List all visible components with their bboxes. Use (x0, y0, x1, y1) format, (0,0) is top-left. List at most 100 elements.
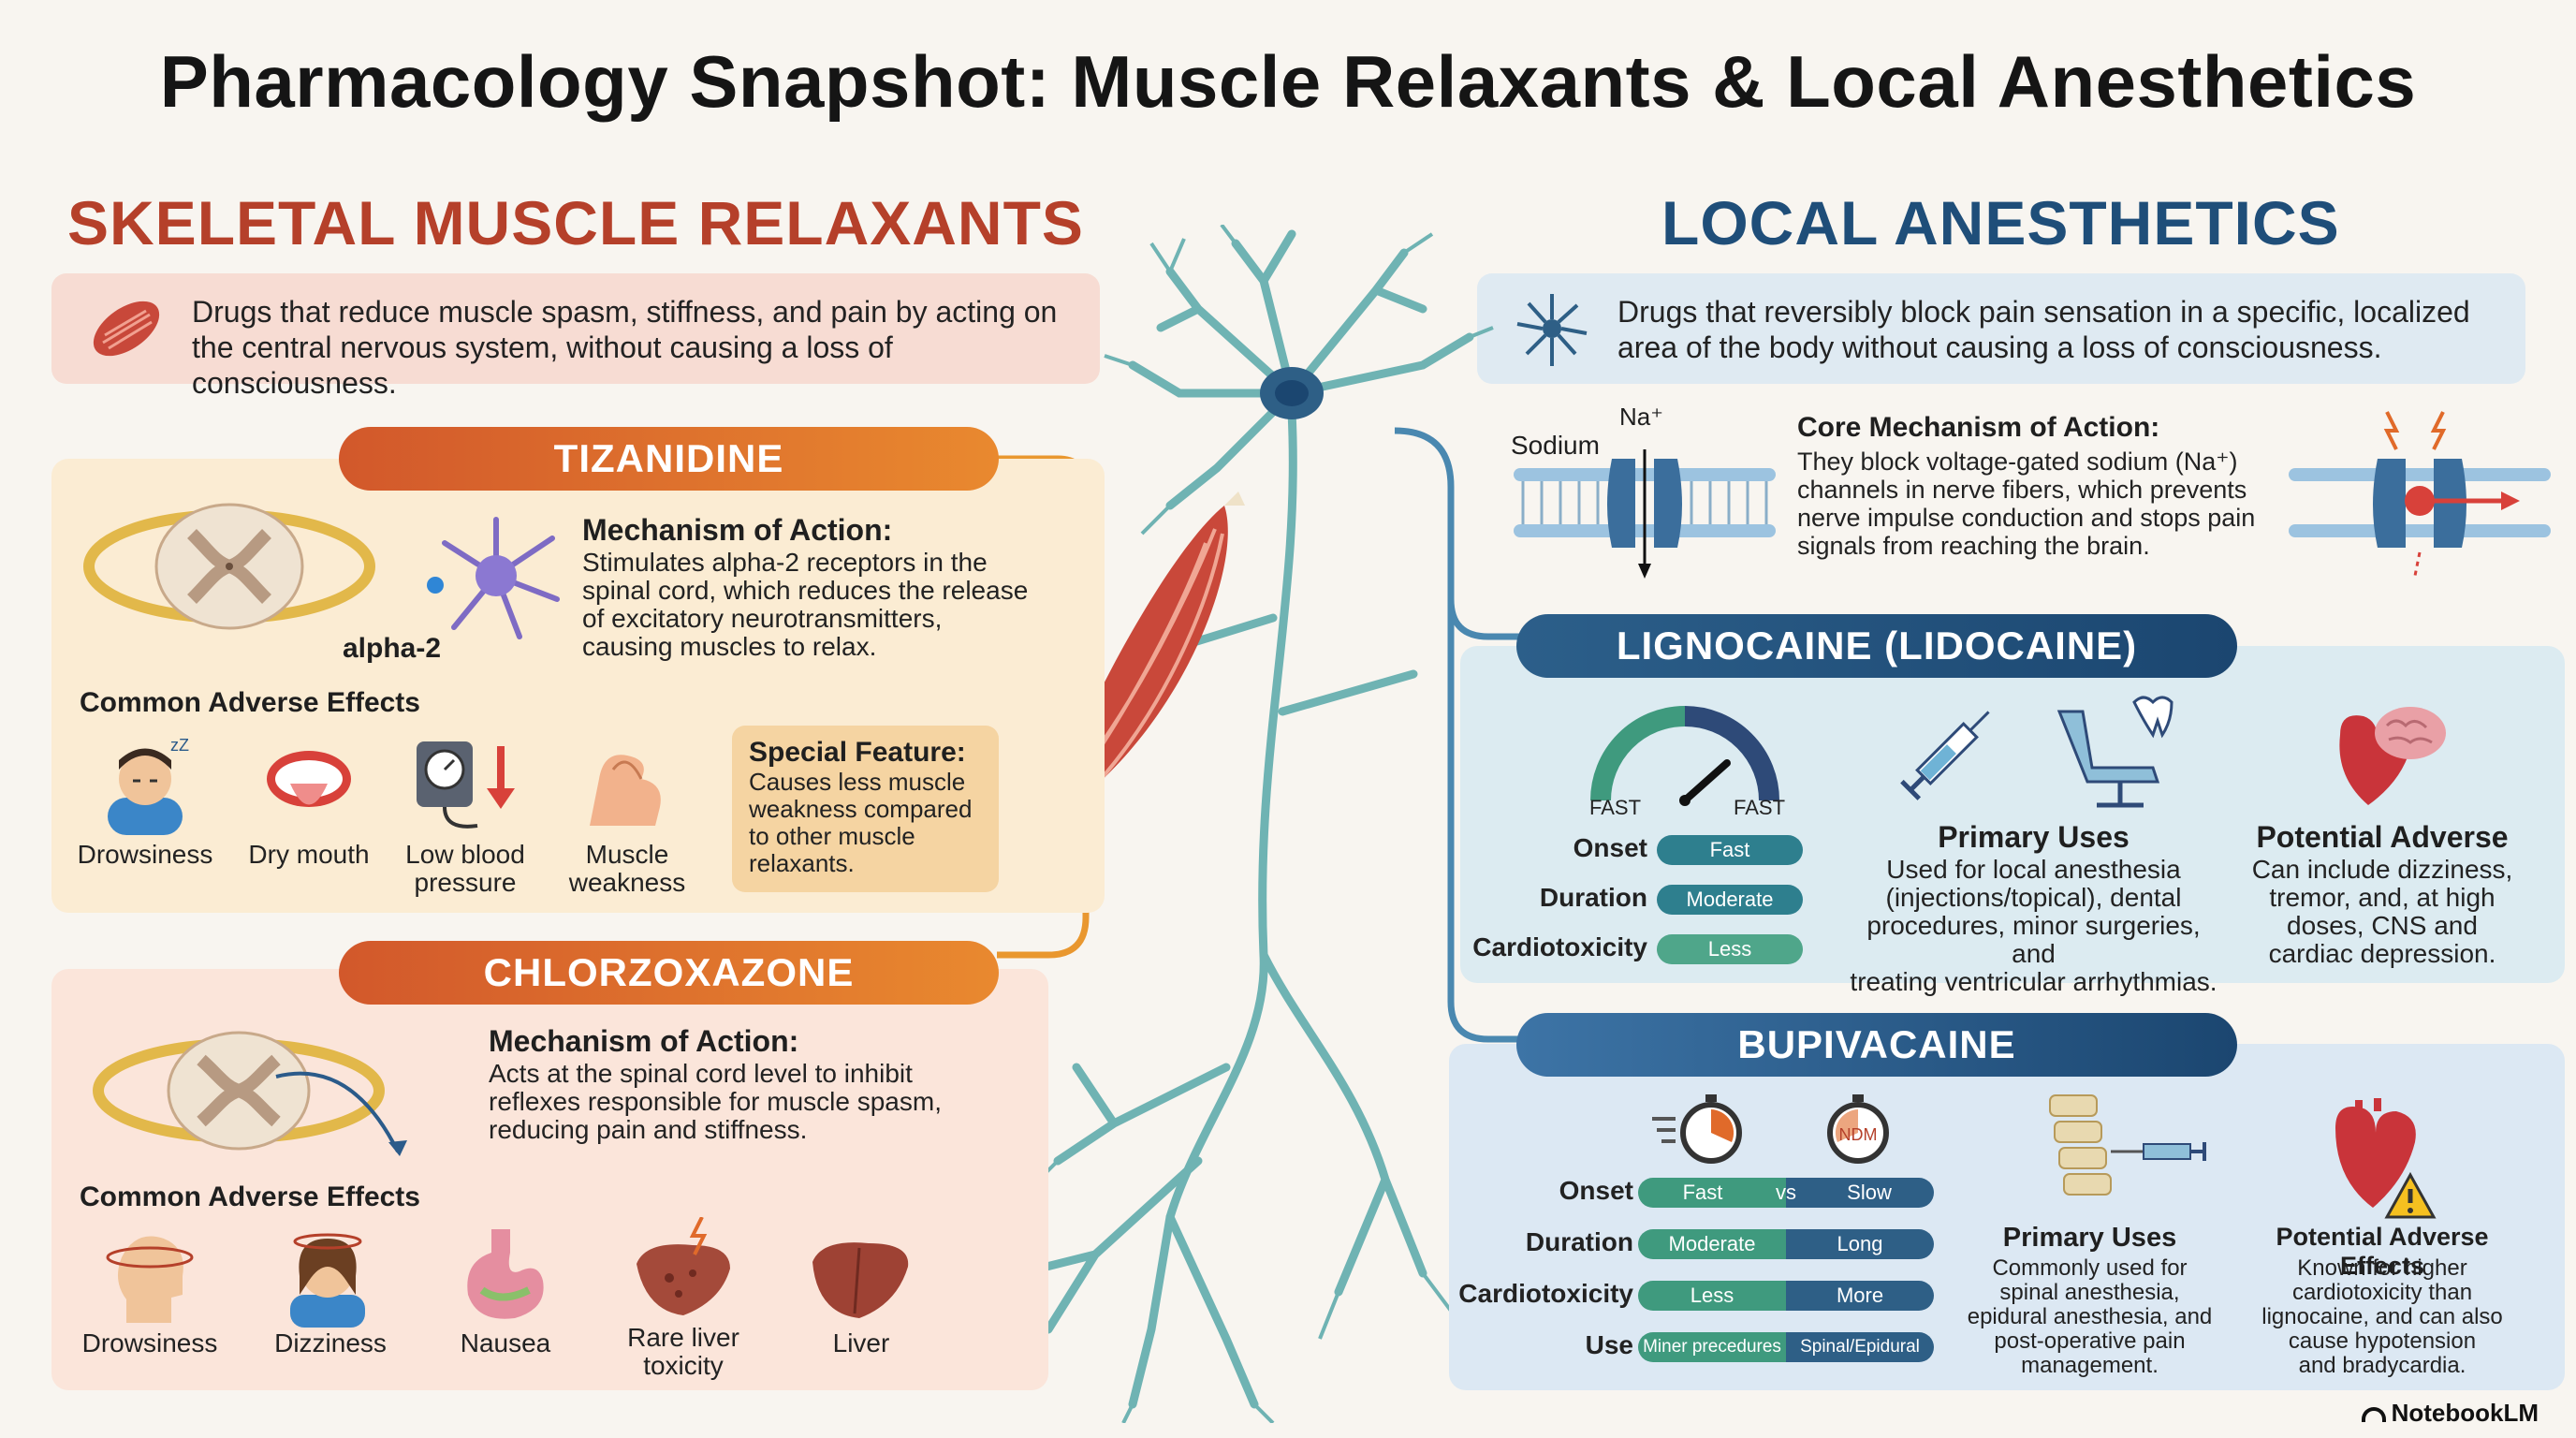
notebooklm-brand: NotebookLM (2361, 1399, 2539, 1428)
stomach-icon (467, 1229, 544, 1319)
mechanism-line: They block voltage-gated sodium (Na⁺) (1797, 448, 2238, 476)
muscle-weakness-icon (590, 755, 661, 826)
slow-stopwatch-icon: NDM (1827, 1094, 1889, 1164)
liver-toxicity-icon (637, 1217, 730, 1315)
alpha2-label: alpha-2 (343, 633, 442, 664)
lignocaine-adverse-title: Potential Adverse (2256, 820, 2509, 854)
lignocaine-cardio-label: Cardiotoxicity (1472, 932, 1647, 961)
special-line: relaxants. (749, 849, 855, 877)
adverse-line1: Low blood (405, 840, 525, 869)
duration-a: Moderate (1668, 1232, 1756, 1255)
speed-gauge-icon (1590, 706, 1779, 806)
lignocaine-onset-label: Onset (1573, 833, 1647, 862)
adverse-label: Drowsiness (70, 1329, 229, 1357)
tizanidine-adverse-title: Common Adverse Effects (80, 687, 420, 718)
adverse-line1: Drowsiness (81, 1328, 218, 1357)
lignocaine-duration-label: Duration (1539, 883, 1647, 912)
adverse-line1: Rare liver (627, 1323, 739, 1352)
uses-line: spinal anesthesia, (1999, 1280, 2180, 1305)
onset-a: Fast (1682, 1181, 1723, 1204)
adverse-line: doses, CNS and (2287, 911, 2478, 940)
mechanism-line: channels in nerve fibers, which prevents (1797, 476, 2247, 504)
drowsiness-icon: zZ (108, 736, 189, 835)
lignocaine-onset-bar: Fast (1657, 835, 1803, 865)
purple-neuron-icon (427, 517, 560, 639)
adverse-line1: Drowsiness (77, 840, 213, 869)
special-feature-box: Special Feature: Causes less muscle weak… (732, 726, 999, 892)
dizziness-icon (290, 1233, 365, 1328)
special-line: Causes less muscle (749, 768, 966, 796)
muscle-relaxant-definition: Drugs that reduce muscle spasm, stiffnes… (192, 295, 1058, 400)
lignocaine-duration-bar: Moderate (1657, 885, 1803, 915)
adverse-line: Can include dizziness, (2251, 855, 2513, 884)
sodium-channel-icon (1514, 449, 1776, 579)
dental-chair-icon (2056, 696, 2174, 808)
special-line: to other muscle (749, 822, 915, 850)
adverse-line1: Muscle (585, 840, 669, 869)
bupivacaine-adverse-text: Known for higher cardiotoxicity than lig… (2247, 1256, 2518, 1378)
moa-line: spinal cord, which reduces the release (582, 576, 1029, 605)
clock-label: NDM (1839, 1125, 1878, 1144)
fast-stopwatch-icon (1652, 1094, 1742, 1164)
onset-vs: vs (1776, 1181, 1796, 1204)
adverse-line2: pressure (414, 868, 517, 897)
uses-line: procedures, minor surgeries, and (1866, 911, 2201, 968)
head-drowsiness-icon (106, 1236, 194, 1323)
liver-icon (812, 1242, 909, 1318)
connector-right (1394, 427, 1526, 1043)
tizanidine-moa-title: Mechanism of Action: (582, 513, 893, 547)
use-a: Miner precedures (1643, 1337, 1781, 1357)
lignocaine-cardio-bar: Less (1657, 934, 1803, 964)
adverse-line: cardiotoxicity than (2291, 1280, 2473, 1305)
adverse-line: lignocaine, and can also (2261, 1304, 2503, 1329)
bupivacaine-use-label: Use (1585, 1330, 1633, 1359)
lignocaine-adverse-text: Can include dizziness, tremor, and, at h… (2247, 856, 2518, 968)
adverse-line: tremor, and, at high (2269, 883, 2496, 912)
lignocaine-title: LIGNOCAINE (LIDOCAINE) (1516, 614, 2237, 678)
spinal-cord-icon (83, 503, 375, 630)
uses-line: Used for local anesthesia (1886, 855, 2181, 884)
bupivacaine-duration-label: Duration (1525, 1227, 1633, 1256)
special-feature-title: Special Feature: (749, 737, 966, 768)
local-anesthetic-definition: Drugs that reversibly block pain sensati… (1617, 295, 2470, 364)
mechanism-line: signals from reaching the brain. (1797, 532, 2150, 560)
special-feature-text: Causes less muscle weakness compared to … (749, 769, 982, 877)
sodium-label: Sodium (1511, 431, 1600, 460)
local-anesthetics-heading: LOCAL ANESTHETICS (1661, 188, 2340, 257)
bupivacaine-cardio-bar: Less More (1638, 1281, 1934, 1311)
mechanism-line: nerve impulse conduction and stops pain (1797, 504, 2256, 532)
chlorzoxazone-title: CHLORZOXAZONE (339, 941, 999, 1005)
core-mechanism-text: They block voltage-gated sodium (Na⁺) ch… (1797, 448, 2284, 560)
bupivacaine-adverse-title: Potential Adverse Effects (2276, 1223, 2489, 1280)
adverse-line1: Dry mouth (248, 840, 370, 869)
skeletal-muscle-relaxants-heading: SKELETAL MUSCLE RELAXANTS (67, 188, 1084, 257)
heart-brain-icon (2339, 707, 2446, 805)
adverse-line2: weakness (568, 868, 686, 897)
muscle-fiber-icon (93, 301, 160, 357)
duration-b: Long (1837, 1232, 1883, 1255)
uses-line: Commonly used for (1992, 1255, 2188, 1281)
adverse-label: Nausea (426, 1329, 585, 1357)
page-title: Pharmacology Snapshot: Muscle Relaxants … (159, 40, 2417, 123)
lignocaine-uses-text: Used for local anesthesia (injections/to… (1849, 856, 2218, 996)
gauge-left-label: FAST (1589, 796, 1642, 819)
uses-line: (injections/topical), dental (1885, 883, 2182, 912)
onset-b: Slow (1847, 1181, 1892, 1204)
chlorzoxazone-adverse-title: Common Adverse Effects (80, 1181, 420, 1212)
special-line: weakness compared (749, 795, 973, 823)
brand-text: NotebookLM (2391, 1399, 2539, 1427)
bupivacaine-uses-text: Commonly used for spinal anesthesia, epi… (1952, 1256, 2228, 1378)
cardio-b: More (1836, 1284, 1884, 1307)
lignocaine-panel (1460, 646, 2565, 983)
adverse-line: and bradycardia. (2298, 1353, 2466, 1378)
tizanidine-title: TIZANIDINE (339, 427, 999, 491)
cardio-a: Less (1690, 1284, 1734, 1307)
low-blood-pressure-icon (417, 741, 515, 829)
local-anesthetic-definition-box: Drugs that reversibly block pain sensati… (1477, 273, 2525, 384)
bupivacaine-onset-label: Onset (1559, 1176, 1633, 1205)
moa-line: Stimulates alpha-2 receptors in the (582, 548, 988, 577)
uses-line: post-operative pain (1994, 1328, 2186, 1354)
